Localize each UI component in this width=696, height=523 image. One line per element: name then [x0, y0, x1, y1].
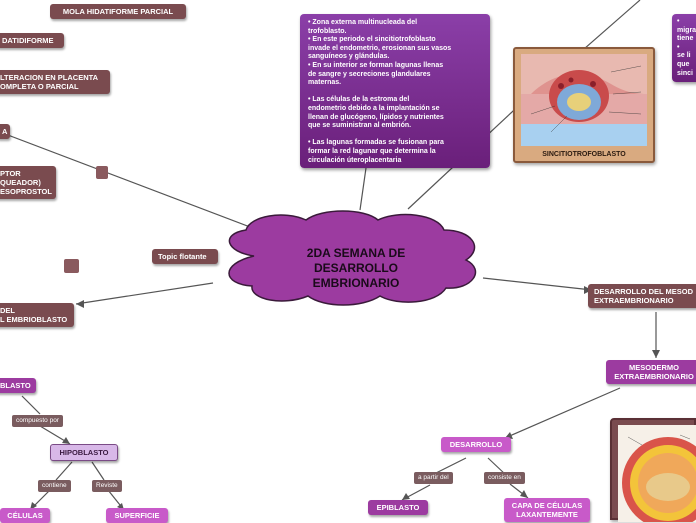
hipoblasto-node[interactable]: HIPOBLASTO [50, 444, 118, 461]
embrioblasto-line-1: DEL [0, 306, 15, 315]
embrioblasto-line-2: L EMBRIOBLASTO [0, 315, 68, 324]
epiblasto-label: EPIBLASTO [376, 503, 420, 512]
info-line: trofoblasto. [308, 27, 347, 35]
capa-celulas-line-2: LAXANTEMENTE [516, 510, 578, 519]
desarrollo-label: DESARROLLO [449, 440, 503, 449]
mesodermo-line-1: MESODERMO [628, 363, 679, 372]
embryo-image-node[interactable] [610, 418, 696, 522]
right-info-box[interactable]: • migra tiene • se li que sinci [672, 14, 696, 82]
reviste-label: Reviste [92, 480, 122, 492]
right-info-line: • [677, 18, 680, 25]
right-info-line: tiene [677, 35, 694, 43]
topic-flotante-label: Topic flotante [158, 252, 207, 261]
a-partir-del-label: a partir del [414, 472, 453, 484]
info-line: maternas. [308, 79, 342, 87]
collapsed-topic-marker[interactable] [96, 166, 108, 179]
info-line: formar la red lagunar que determina la [308, 147, 436, 155]
right-info-line: sinci [677, 69, 693, 77]
receptor-line-1: PTOR [0, 169, 21, 178]
desarrollo-node[interactable]: DESARROLLO [441, 437, 511, 452]
capa-celulas-node[interactable]: CAPA DE CÉLULAS LAXANTEMENTE [504, 498, 590, 522]
collapsed-topic-marker-2[interactable] [64, 259, 79, 273]
datidiforme-node[interactable]: DATIDIFORME [0, 33, 64, 48]
title-line-3: EMBRIONARIO [312, 276, 400, 290]
celulas-node[interactable]: CÉLULAS [0, 508, 50, 523]
info-line: de sangre y secreciones glandulares [308, 70, 431, 78]
sincitiotrofoblasto-label: SINCITIOTROFOBLASTO [542, 151, 626, 158]
alteracion-placenta-node[interactable]: LTERACION EN PLACENTA OMPLETA O PARCIAL [0, 70, 110, 94]
info-line: sanguíneos y glándulas. [308, 53, 390, 61]
title-line-2: DESARROLLO [314, 261, 398, 275]
info-line: • Las células de la estroma del [308, 96, 410, 104]
a-node[interactable]: A [0, 124, 10, 139]
embrioblasto-node[interactable]: DEL L EMBRIOBLASTO [0, 303, 74, 327]
right-info-line: se li [677, 52, 691, 60]
compuesto-por-label: compuesto por [12, 415, 63, 427]
info-line: endometrio debido a la implantación se [308, 104, 440, 112]
alteracion-line-1: LTERACION EN PLACENTA [0, 73, 99, 82]
desarrollo-mesodermo-line-1: DESARROLLO DEL MESOD [594, 287, 694, 296]
alteracion-line-2: OMPLETA O PARCIAL [0, 82, 79, 91]
right-info-line: migra [677, 26, 696, 34]
info-line: • Zona externa multinucleada del [308, 19, 418, 26]
celulas-label: CÉLULAS [7, 511, 43, 520]
superficie-node[interactable]: SUPERFICIE [106, 508, 168, 523]
mola-parcial-label: MOLA HIDATIFORME PARCIAL [62, 7, 174, 16]
contiene-label: contiene [38, 480, 71, 492]
receptor-line-3: ESOPROSTOL [0, 187, 52, 196]
mesodermo-line-2: EXTRAEMBRIONARIO [614, 372, 694, 381]
central-topic-title: 2DA SEMANA DE DESARROLLO EMBRIONARIO [264, 246, 448, 291]
sincitiotrofoblasto-image-node[interactable]: SINCITIOTROFOBLASTO [513, 47, 655, 163]
a-node-label: A [2, 127, 8, 136]
superficie-label: SUPERFICIE [114, 511, 160, 520]
info-line: • En este periodo el sincitiotrofoblasto [308, 36, 436, 44]
mola-parcial-node[interactable]: MOLA HIDATIFORME PARCIAL [50, 4, 186, 19]
info-line: • Las lagunas formadas se fusionan para [308, 139, 444, 147]
consiste-en-label: consiste en [484, 472, 525, 484]
central-topic-cloud[interactable] [214, 208, 486, 308]
topic-flotante-node[interactable]: Topic flotante [152, 249, 218, 264]
datidiforme-label: DATIDIFORME [2, 36, 54, 45]
embryo-illustration [618, 425, 696, 522]
info-line: circulación úteroplacentaria [308, 156, 402, 164]
capa-celulas-line-1: CAPA DE CÉLULAS [511, 501, 583, 510]
desarrollo-mesodermo-node[interactable]: DESARROLLO DEL MESOD EXTRAEMBRIONARIO [588, 284, 696, 308]
info-line: • En su interior se forman lagunas llena… [308, 61, 444, 69]
mesodermo-extraembrionario-node[interactable]: MESODERMO EXTRAEMBRIONARIO [606, 360, 696, 384]
receptor-line-2: QUEADOR) [0, 178, 41, 187]
sincitiotrofoblasto-info-box[interactable]: • Zona externa multinucleada del trofobl… [300, 14, 490, 168]
desarrollo-mesodermo-line-2: EXTRAEMBRIONARIO [594, 296, 674, 305]
title-line-1: 2DA SEMANA DE [306, 246, 406, 260]
blasto-label: BLASTO [0, 381, 31, 390]
epiblasto-node[interactable]: EPIBLASTO [368, 500, 428, 515]
hipoblasto-label: HIPOBLASTO [59, 448, 109, 457]
receptor-node[interactable]: PTOR QUEADOR) ESOPROSTOL [0, 166, 56, 199]
implantation-illustration [521, 54, 647, 146]
info-line: que se suministran al embrión. [308, 122, 412, 130]
info-gap [308, 131, 482, 140]
info-gap [308, 88, 482, 97]
info-line: llenan de glucógeno, lípidos y nutriente… [308, 113, 444, 121]
right-info-line: que [677, 60, 690, 68]
info-line: invade el endometrio, erosionan sus vaso… [308, 44, 452, 52]
right-info-line: • [677, 43, 680, 51]
blasto-node[interactable]: BLASTO [0, 378, 36, 393]
